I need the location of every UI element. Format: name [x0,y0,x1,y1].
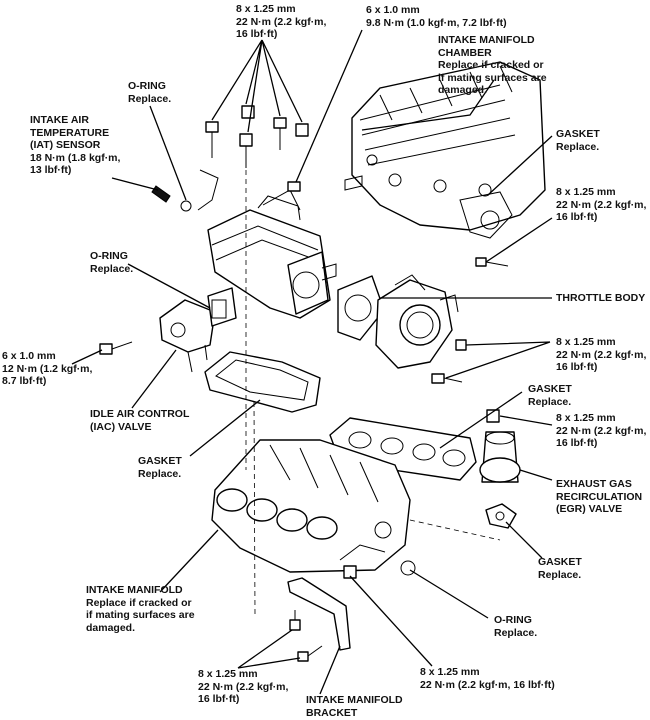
intake-manifold-chamber [207,195,337,319]
throttle-body [337,274,459,369]
label-iac-valve: IDLE AIR CONTROL(IAC) VALVE [90,408,190,433]
intake-manifold-bracket [287,577,351,651]
leader-lines [71,29,553,695]
iac-valve [159,287,237,373]
egr-valve [479,431,521,483]
intake-manifold [211,439,411,573]
engine-cylinder-head [344,61,546,239]
egr-gasket-part [485,503,517,529]
gasket-left-part [204,351,321,413]
label-throttle-body: THROTTLE BODY [556,292,646,304]
